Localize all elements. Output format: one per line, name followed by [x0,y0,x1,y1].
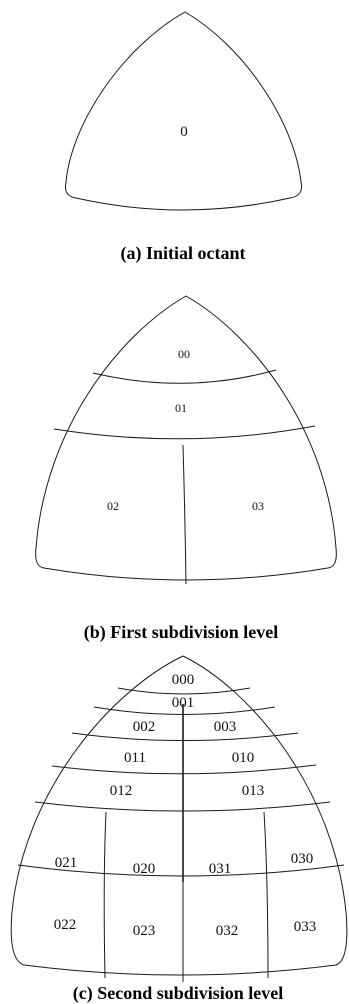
cell-label-021: 021 [55,855,78,871]
cell-label-001: 001 [172,695,195,711]
cell-label-00: 00 [178,347,190,361]
level2-arc-000 [117,687,251,695]
cell-label-032: 032 [216,923,239,939]
cell-label-010: 010 [232,750,255,766]
level2-divider-right [263,811,269,979]
octant-label-0: 0 [180,124,188,140]
level2-divider-left [103,811,107,979]
octant-outline [65,11,302,211]
cell-label-022: 022 [54,917,77,933]
panel-a: 0 (a) Initial octant [65,11,302,264]
level1-divider-00-01 [92,369,277,384]
caption-c: (c) Second subdivision level [73,983,284,1004]
level2-arc-020 [17,864,345,877]
cell-label-03: 03 [252,499,264,513]
level1-divider-01-02 [53,425,316,440]
cell-label-002: 002 [133,719,156,735]
cell-label-030: 030 [291,851,314,867]
caption-a: (a) Initial octant [121,243,246,264]
panel-b: 00 01 02 03 (b) First subdivision level [35,295,337,643]
cell-label-012: 012 [110,783,133,799]
cell-label-013: 013 [242,783,265,799]
cell-label-01: 01 [175,401,187,415]
cell-label-003: 003 [214,719,237,735]
cell-label-023: 023 [133,923,156,939]
level2-arc-002 [71,732,299,741]
cell-label-02: 02 [107,499,119,513]
cell-label-011: 011 [124,750,146,766]
cell-label-033: 033 [294,919,317,935]
panel-c: 000 001 002 003 011 010 012 013 021 020 … [10,655,348,1004]
cell-label-020: 020 [133,861,156,877]
level1-outline [35,295,337,581]
cell-label-000: 000 [172,672,195,688]
cell-label-031: 031 [209,861,232,877]
level1-divider-02-03 [182,444,187,585]
caption-b: (b) First subdivision level [84,622,279,643]
